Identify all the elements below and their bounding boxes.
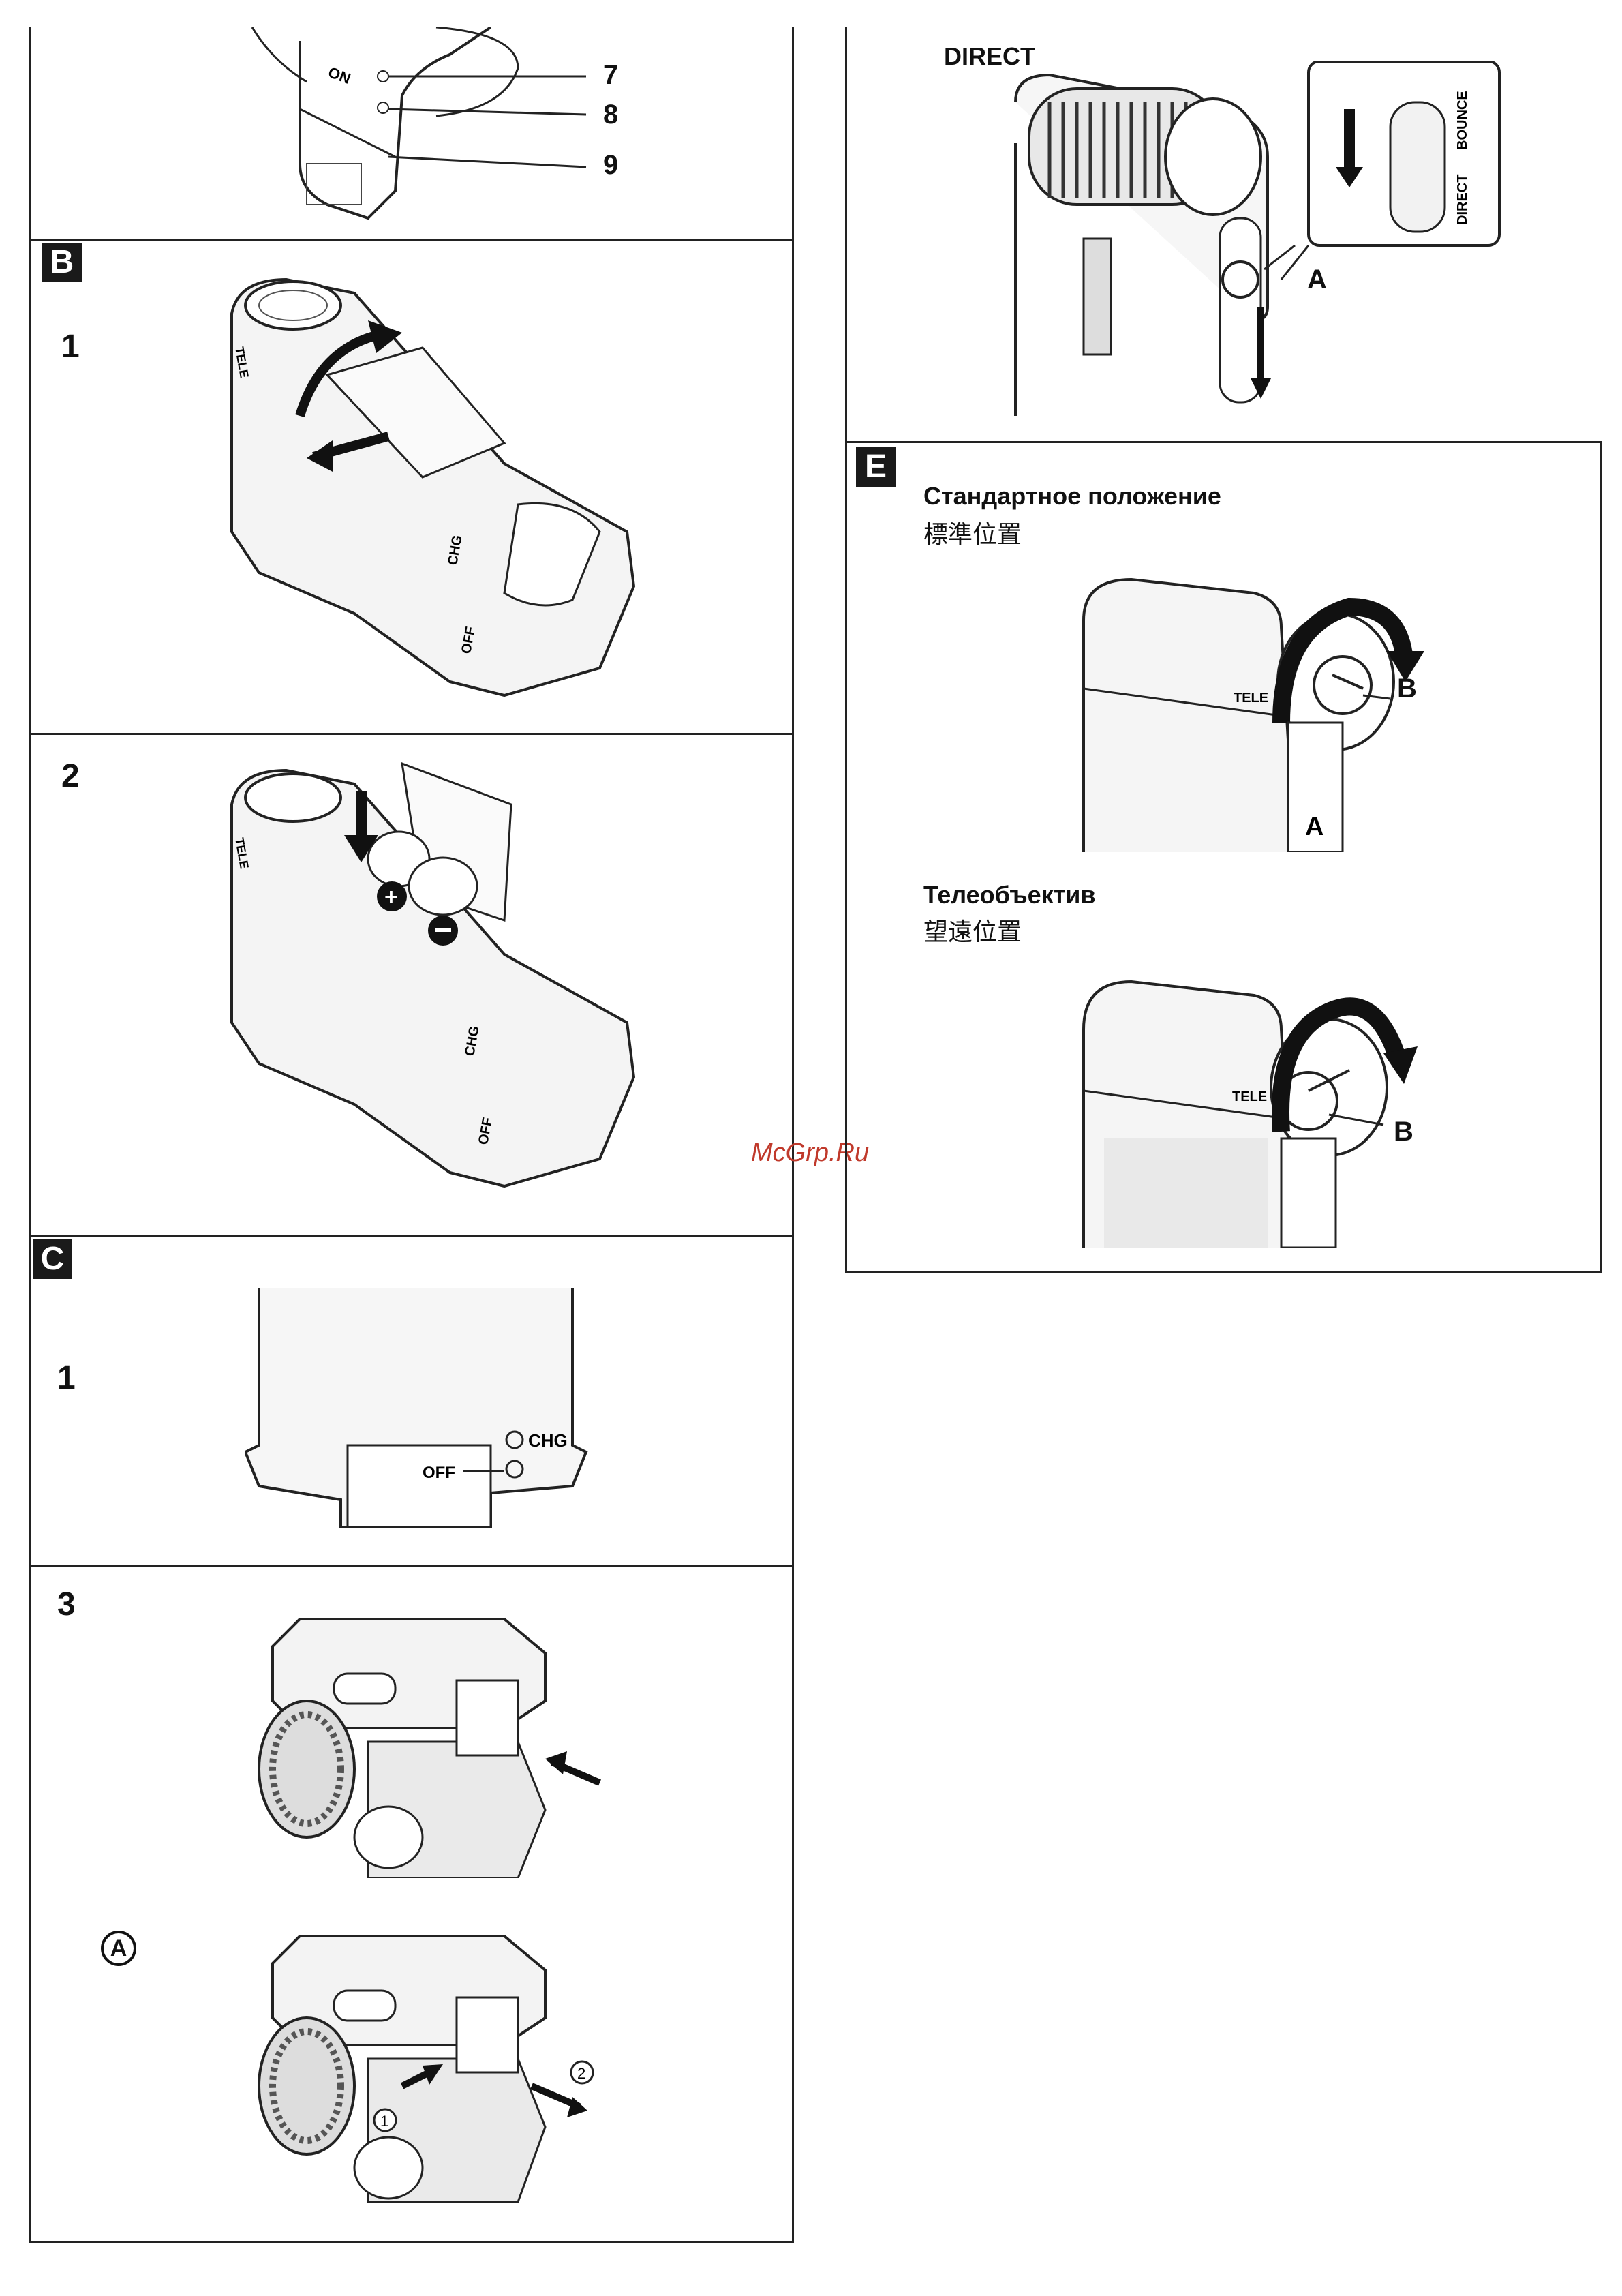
flash-mount-illustration bbox=[232, 1605, 613, 1878]
sub-marker-a: A bbox=[101, 1931, 136, 1966]
direct-mode-illustration: DIRECT BOUNCE bbox=[1009, 61, 1513, 416]
callout-9: 9 bbox=[603, 151, 618, 179]
watermark-text: McGrp.Ru bbox=[751, 1138, 869, 1168]
tele-position-illustration: TELE bbox=[1077, 961, 1458, 1248]
right-divider-d-e bbox=[845, 441, 1602, 443]
right-column-bottom-border bbox=[845, 1271, 1602, 1273]
right-column-left-border-top bbox=[845, 27, 847, 443]
divider-top-b bbox=[29, 239, 794, 241]
section-b-badge: B bbox=[42, 243, 82, 282]
bounce-small-label: BOUNCE bbox=[1455, 91, 1470, 150]
circled-2-text: 2 bbox=[577, 2065, 585, 2082]
standard-position-title-ru: Стандартное положение bbox=[923, 481, 1221, 511]
left-column-bottom-border bbox=[29, 2241, 794, 2243]
divider-c1-c3 bbox=[29, 1565, 794, 1567]
off-label-c1: OFF bbox=[423, 1464, 455, 1482]
section-c-step-1: 1 bbox=[57, 1362, 76, 1395]
divider-b-c bbox=[29, 1235, 794, 1237]
right-column-left-border-e bbox=[845, 441, 847, 1273]
tele-position-title-cjk: 望遠位置 bbox=[923, 917, 1022, 948]
svg-text:+: + bbox=[384, 884, 398, 910]
direct-small-label: DIRECT bbox=[1455, 175, 1470, 225]
sub-marker-a-text: A bbox=[110, 1935, 127, 1961]
section-e-badge: E bbox=[856, 447, 896, 487]
battery-insert-illustration: + TELE CHG OFF bbox=[218, 750, 654, 1200]
power-switch-off-illustration: OFF CHG bbox=[245, 1288, 600, 1534]
chg-label-c1: CHG bbox=[528, 1430, 568, 1451]
flash-release-illustration: 1 2 bbox=[232, 1922, 613, 2209]
tele-label-tele: TELE bbox=[1232, 1089, 1267, 1104]
section-b-step-1: 1 bbox=[61, 331, 80, 363]
right-column-right-border-e bbox=[1600, 441, 1602, 1273]
left-column-left-border bbox=[29, 27, 31, 2243]
tele-callout-b: B bbox=[1394, 1118, 1413, 1145]
callout-8: 8 bbox=[603, 101, 618, 128]
standard-position-title-cjk: 標準位置 bbox=[923, 519, 1022, 550]
section-b-step-2: 2 bbox=[61, 760, 80, 793]
section-c-step-3: 3 bbox=[57, 1588, 76, 1621]
on-label-text: ON bbox=[326, 63, 353, 87]
callout-7: 7 bbox=[603, 61, 618, 89]
battery-cover-open-illustration: TELE CHG OFF bbox=[218, 273, 654, 709]
left-column-right-border bbox=[792, 27, 794, 2243]
tele-position-title-ru: Телеобъектив bbox=[923, 879, 1096, 910]
circled-1-text: 1 bbox=[380, 2113, 388, 2130]
standard-callout-b: B bbox=[1397, 675, 1417, 702]
tele-label-standard: TELE bbox=[1234, 691, 1268, 706]
standard-sub-callout-a: A bbox=[1305, 813, 1323, 841]
section-c-badge: C bbox=[33, 1239, 72, 1279]
divider-b1-b2 bbox=[29, 733, 794, 735]
flash-base-illustration: ON bbox=[232, 27, 613, 225]
standard-position-illustration: TELE A bbox=[1077, 566, 1458, 852]
direct-callout-a: A bbox=[1307, 266, 1327, 293]
